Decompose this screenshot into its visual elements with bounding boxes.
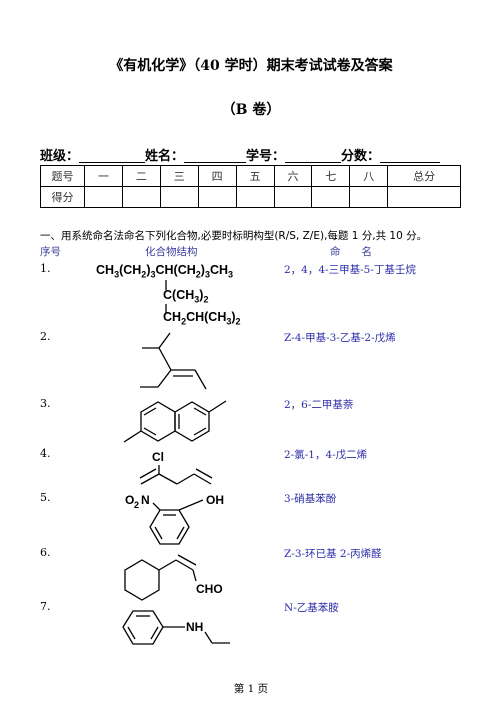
id-label: 学号： — [246, 149, 286, 164]
score-entry-cell[interactable] — [387, 186, 461, 208]
score-entry-cell[interactable] — [121, 186, 161, 208]
score-label: 分数： — [341, 149, 381, 164]
question-number: 5. — [40, 491, 51, 504]
answer-name: 3-硝基苯酚 — [284, 493, 337, 505]
structure-5-nitro-n: N — [141, 493, 150, 507]
structure-5-oh-label: OH — [206, 493, 224, 507]
score-table-score-row: 得分 — [40, 186, 461, 208]
answer-name: 2，4，4-三甲基-5-丁基壬烷 — [284, 264, 416, 276]
class-blank[interactable] — [79, 148, 146, 163]
question-number: 4. — [40, 447, 51, 460]
answer-name: Z-3-环已基 2-丙烯醛 — [284, 548, 382, 560]
student-info-line: 班级： 姓名： 学号： 分数： — [40, 145, 441, 164]
structure-1-main-chain: CH3(CH2)3CH(CH2)3CH3 — [96, 263, 234, 280]
structure-5-nitro-subscript: 2 — [134, 500, 139, 510]
page-title: 《有机化学》（40 学时）期末考试试卷及答案 — [109, 58, 393, 74]
answer-name: N-乙基苯胺 — [284, 602, 339, 614]
score-table-cell: 得分 — [40, 186, 85, 208]
page-number: 第 1 页 — [233, 683, 269, 695]
class-label: 班级： — [40, 149, 80, 164]
score-table: 题号 一 二 三 四 五 六 七 八 总分 得分 — [40, 165, 461, 208]
column-header-name: 命 名 — [330, 246, 372, 258]
page-subtitle: （B 卷） — [221, 102, 281, 118]
name-blank[interactable] — [184, 148, 247, 163]
score-entry-cell[interactable] — [349, 186, 389, 208]
answer-name: Z-4-甲基-3-乙基-2-戊烯 — [284, 332, 396, 344]
section-instruction: 一、用系统命名法命名下列化合物,必要时标明构型(R/S, Z/E),每题 1 分… — [40, 230, 428, 242]
column-header-structure: 化合物结构 — [145, 246, 198, 258]
id-blank[interactable] — [285, 148, 342, 163]
name-label: 姓名： — [145, 149, 185, 164]
column-header-seq: 序号 — [40, 246, 61, 258]
score-blank[interactable] — [380, 148, 441, 163]
question-number: 7. — [40, 600, 51, 613]
structure-6-cho-label: CHO — [196, 582, 223, 596]
structure-4-cl-label: Cl — [152, 450, 164, 464]
question-number: 3. — [40, 397, 51, 410]
question-number: 6. — [40, 546, 51, 559]
question-number: 1. — [40, 262, 51, 275]
score-table-header-row: 题号 一 二 三 四 五 六 七 八 总分 — [40, 165, 461, 187]
score-entry-cell[interactable] — [159, 186, 199, 208]
structure-7-nh-label: NH — [186, 620, 203, 634]
score-table-cell: 题号 — [40, 165, 85, 187]
structure-1-branch-2: CH2CH(CH3)2 — [163, 310, 241, 327]
question-number: 2. — [40, 330, 51, 343]
structure-1-branch-1: C(CH3)2 — [163, 288, 209, 305]
answer-name: 2，6-二甲基萘 — [284, 399, 354, 411]
answer-name: 2-氯-1，4-戊二烯 — [284, 449, 368, 461]
structure-5-nitro-o: O — [125, 493, 134, 507]
score-entry-cell[interactable] — [197, 186, 237, 208]
